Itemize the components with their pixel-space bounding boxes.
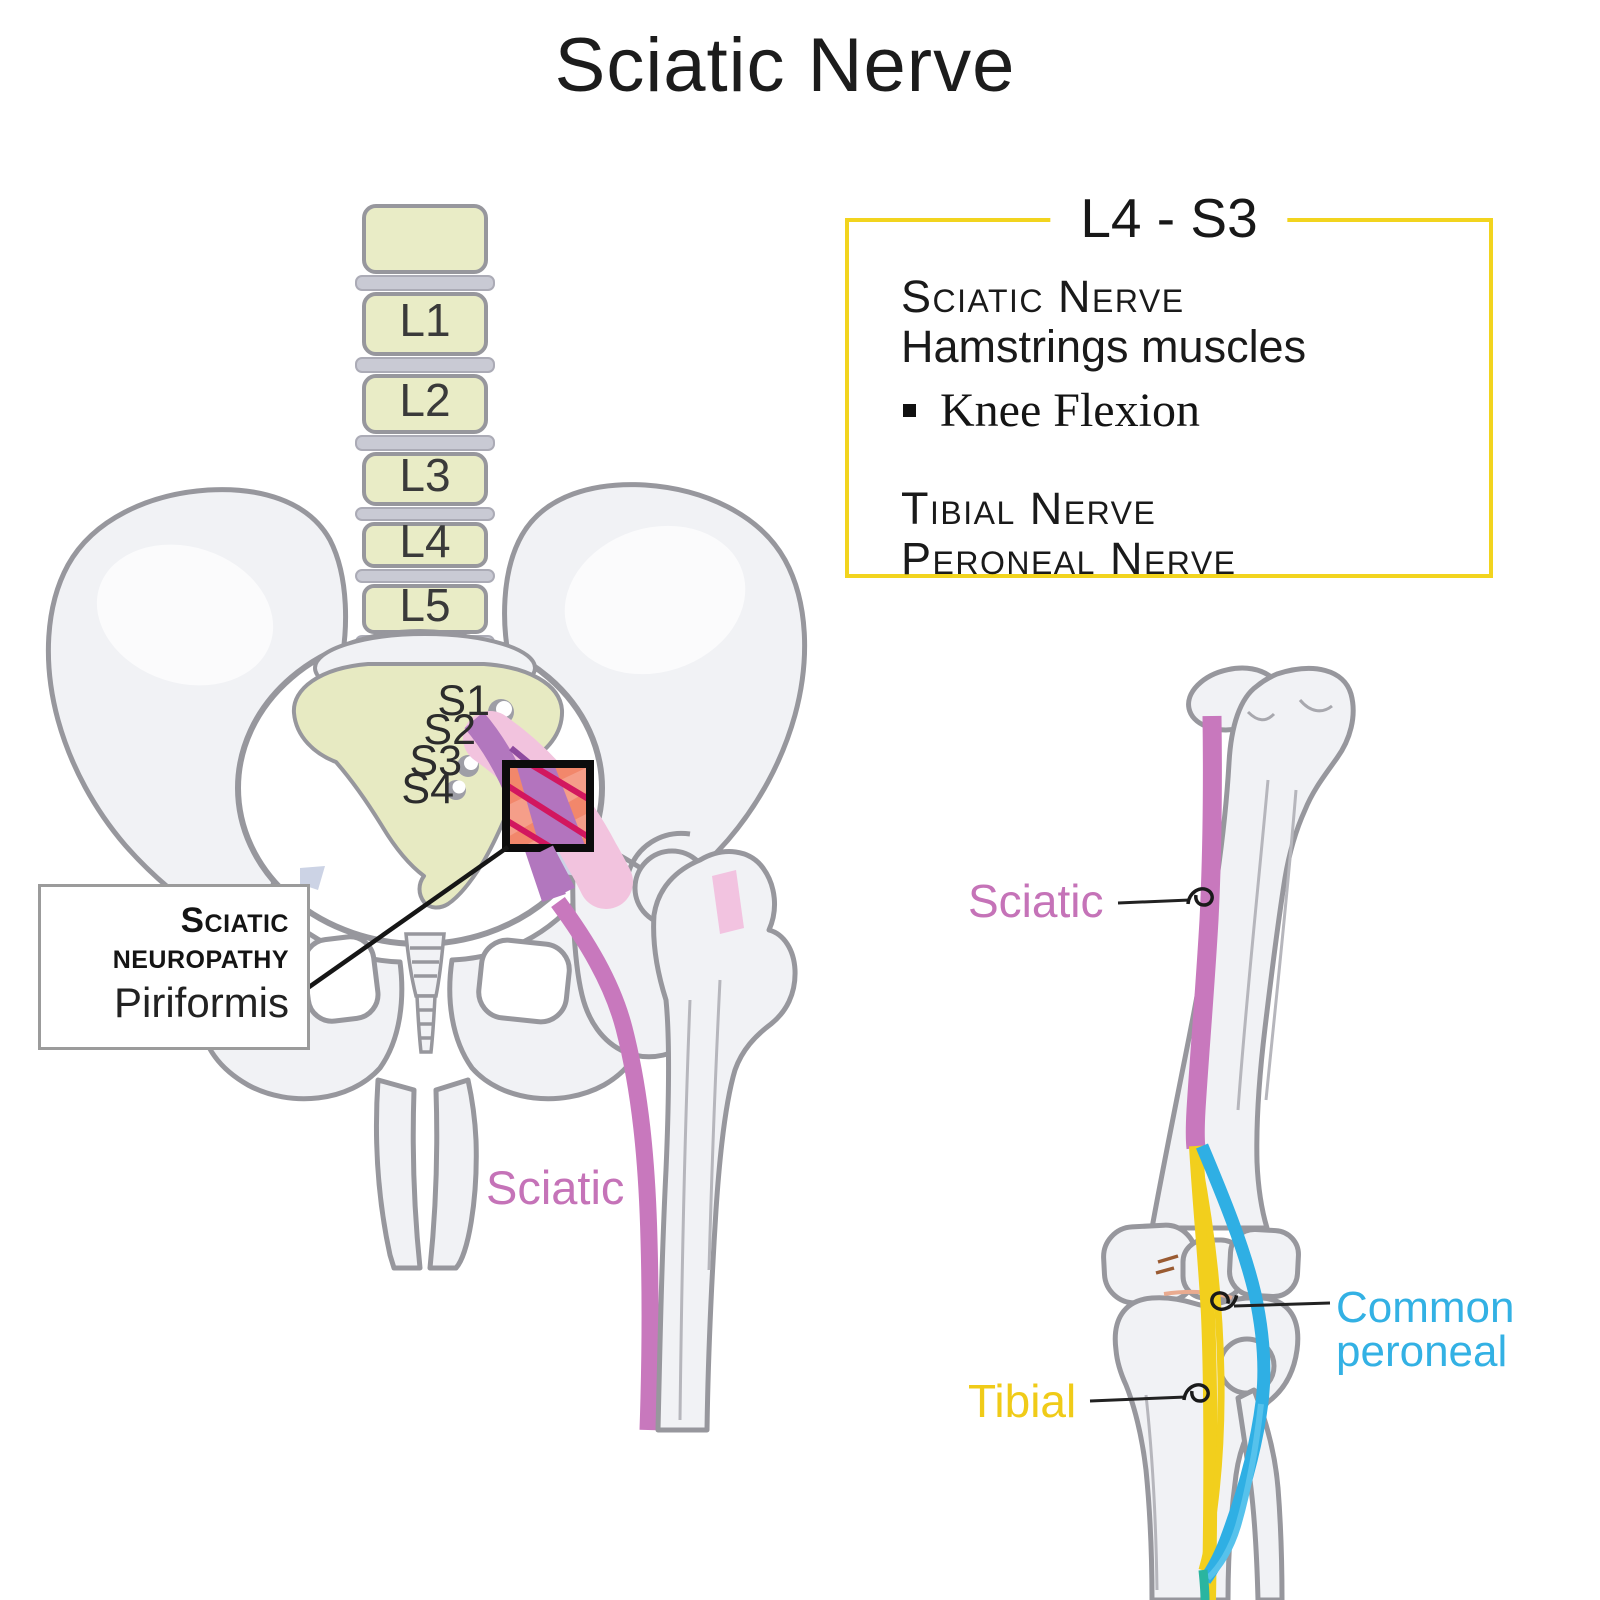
sciatic-nerve-left-path [551, 896, 659, 1431]
piriformis-tendon-sliver [712, 870, 744, 934]
distal-nerve-teal [1198, 1569, 1210, 1600]
callout-title-line1: Sciatic [180, 901, 289, 940]
wing-highlight [564, 525, 746, 675]
vertebra-t12 [362, 204, 488, 274]
obturator-foramen-right [476, 937, 572, 1025]
femur-shaft-left [651, 849, 798, 1433]
leader-lines [1089, 898, 1331, 1403]
femur-left [625, 830, 798, 1433]
neck-crease [1246, 710, 1276, 722]
callout-connector-line [300, 845, 510, 994]
wing-highlight [96, 544, 274, 686]
sacral-label-s3: S3 [409, 737, 462, 785]
ischial-ramus-right [427, 1077, 479, 1271]
piriformis-highlight-box [502, 760, 594, 852]
bone-ridge [678, 999, 692, 1421]
tibial-nerve-label: Tibial [968, 1375, 1077, 1427]
common-peroneal-label-line2: peroneal [1336, 1327, 1508, 1376]
sciatic-nerve-right-path [1185, 715, 1222, 1150]
nerve-below-box [535, 845, 575, 897]
info-nerve-heading: Sciatic Nerve [901, 271, 1185, 322]
sacral-label-s4: S4 [401, 765, 454, 813]
sacral-label-s2: S2 [423, 706, 476, 754]
vertebra-label-l2: L2 [399, 374, 451, 426]
disc [355, 357, 495, 373]
ligament-marks [1155, 1254, 1179, 1275]
common-peroneal-label-line1: Common [1336, 1283, 1515, 1332]
ischial-ramus-left [374, 1077, 423, 1271]
info-box-title: L4 - S3 [1050, 186, 1288, 250]
acetabulum-arc [625, 830, 691, 875]
callout-title-line2: neuropathy [112, 936, 289, 976]
bone-ridge [1236, 779, 1270, 1111]
spine-group [355, 204, 495, 649]
sciatic-nerve-label-right: Sciatic [968, 875, 1104, 927]
callout-box: Sciatic neuropathy Piriformis [38, 884, 310, 1050]
tibial-nerve-path [1189, 1145, 1218, 1600]
disc [355, 569, 495, 583]
bone-ridge [1264, 789, 1298, 1101]
peroneal-nerve-branch [1205, 1403, 1264, 1581]
sciatic-nerve-label-left: Sciatic [486, 1161, 625, 1214]
square-bullet-icon [903, 403, 916, 417]
tibial-nerve-branch [1195, 1163, 1225, 1571]
leader-line-peroneal [1233, 1301, 1331, 1308]
page-title: Sciatic Nerve [554, 23, 1016, 108]
bone-ridge [707, 979, 722, 1271]
disc [355, 435, 495, 451]
leader-line-sciatic [1117, 898, 1191, 905]
vertebra-label-l4: L4 [399, 515, 451, 567]
leg-bones [1101, 665, 1356, 1600]
info-branch2: Peroneal Nerve [901, 533, 1237, 585]
leader-line-tibial [1089, 1395, 1187, 1403]
vertebra-label-l5: L5 [399, 579, 451, 631]
common-peroneal-label: Common peroneal [1336, 1286, 1515, 1374]
info-action-row: Knee Flexion [901, 383, 1489, 438]
disc [355, 275, 495, 291]
vertebra-label-l3: L3 [399, 449, 451, 501]
vertebra-l1 [362, 292, 488, 356]
info-action-text: Knee Flexion [940, 383, 1200, 437]
bone-ridge [1144, 1394, 1159, 1591]
neck-crease [1298, 699, 1333, 713]
vertebra-l4 [362, 522, 488, 568]
vertebra-l3 [362, 452, 488, 506]
info-box-content: Sciatic Nerve Hamstrings muscles Knee Fl… [849, 222, 1489, 585]
disc [355, 507, 495, 521]
common-peroneal-nerve-path [1196, 1143, 1271, 1584]
vertebra-l2 [362, 374, 488, 434]
info-box: L4 - S3 Sciatic Nerve Hamstrings muscles… [845, 186, 1493, 584]
leg-diagram-group [1089, 665, 1356, 1600]
callout-subtitle: Piriformis [114, 979, 289, 1027]
sacral-label-s1: S1 [437, 677, 490, 725]
coccyx-symphysis [404, 932, 446, 1054]
pelvis-diagram-group [45, 204, 808, 1433]
vertebra-label-l1: L1 [399, 294, 451, 346]
info-muscle-line: Hamstrings muscles [901, 321, 1307, 373]
info-branch1: Tibial Nerve [901, 482, 1157, 534]
